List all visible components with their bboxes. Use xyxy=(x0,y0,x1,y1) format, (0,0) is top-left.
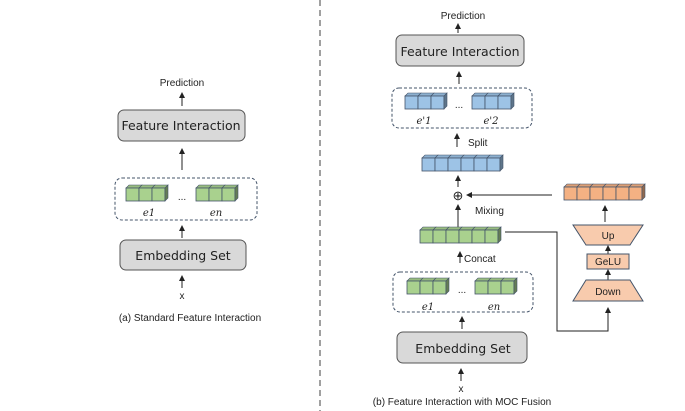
vector-cell xyxy=(576,186,591,201)
embedding-label-n: en xyxy=(210,208,222,219)
split-label-1: e'1 xyxy=(416,116,431,127)
embedding-set-box xyxy=(396,331,528,364)
prediction-label: Prediction xyxy=(441,11,485,22)
embedding-vector-1 xyxy=(125,184,169,202)
embedding-group xyxy=(392,271,534,313)
vector-cell xyxy=(497,95,512,110)
embedding-group xyxy=(114,177,258,221)
vector-cell xyxy=(445,229,460,244)
split-label: Split xyxy=(468,138,488,149)
vector-cell xyxy=(471,229,486,244)
cube-side xyxy=(513,277,518,295)
embedding-vector-1 xyxy=(406,277,450,295)
up-label: Up xyxy=(602,231,615,242)
feature-interaction-label: Feature Interaction xyxy=(400,44,519,59)
vector-cell xyxy=(628,186,643,201)
vector-cell xyxy=(404,95,419,110)
split-label-2: e'2 xyxy=(483,116,498,127)
vector-cell xyxy=(434,157,449,172)
vector-cell xyxy=(471,95,486,110)
down-label: Down xyxy=(595,287,621,298)
vector-cell xyxy=(500,280,515,295)
vector-cell xyxy=(406,280,421,295)
caption: (a) Standard Feature Interaction xyxy=(119,313,261,324)
residual-connector xyxy=(505,231,611,332)
vector-cell xyxy=(602,186,617,201)
prediction-label: Prediction xyxy=(160,78,204,89)
concat-label: Concat xyxy=(464,254,496,265)
cube-side xyxy=(510,92,515,110)
cube-side xyxy=(445,277,450,295)
split-group xyxy=(391,87,533,129)
vector-cell xyxy=(419,280,434,295)
feature-interaction-label: Feature Interaction xyxy=(121,118,240,133)
embedding-label-1: e1 xyxy=(143,208,155,219)
down-projection xyxy=(572,279,644,302)
vector-cell xyxy=(589,186,604,201)
ellipsis: ... xyxy=(458,285,466,296)
vector-cell xyxy=(195,187,210,202)
vector-cell xyxy=(474,280,489,295)
vector-cell xyxy=(473,157,488,172)
vector-cell xyxy=(460,157,475,172)
vector-cell xyxy=(615,186,630,201)
input-label: x xyxy=(459,384,464,395)
vector-cell xyxy=(208,187,223,202)
embedding-vector-n xyxy=(474,277,518,295)
cube-side xyxy=(641,183,646,201)
cube-side xyxy=(499,154,504,172)
mixed-vector xyxy=(421,154,504,172)
split-vector-1 xyxy=(404,92,448,110)
vector-cell xyxy=(563,186,578,201)
embedding-vector-n xyxy=(195,184,239,202)
vector-cell xyxy=(447,157,462,172)
vector-cell xyxy=(151,187,166,202)
vector-cell xyxy=(125,187,140,202)
vector-cell xyxy=(432,280,447,295)
vector-cell xyxy=(430,95,445,110)
embedding-set-label: Embedding Set xyxy=(135,248,230,263)
embedding-set-label: Embedding Set xyxy=(415,341,510,356)
panel-standard: Prediction Feature Interaction ... e1 en… xyxy=(114,78,261,324)
concat-vector xyxy=(419,226,502,244)
feature-interaction-box xyxy=(395,34,525,67)
vector-cell xyxy=(138,187,153,202)
embedding-label-n: en xyxy=(488,302,500,313)
gelu-label: GeLU xyxy=(595,257,621,268)
input-label: x xyxy=(180,291,185,302)
feature-interaction-box xyxy=(117,109,246,142)
cube-side xyxy=(164,184,169,202)
cube-side xyxy=(443,92,448,110)
embedding-set-box xyxy=(119,239,247,271)
ellipsis: ... xyxy=(455,100,463,111)
caption: (b) Feature Interaction with MOC Fusion xyxy=(373,397,551,408)
split-vector-2 xyxy=(471,92,515,110)
vector-cell xyxy=(484,229,499,244)
vector-cell xyxy=(417,95,432,110)
up-projection xyxy=(572,224,644,246)
mixing-label: Mixing xyxy=(475,206,504,217)
vector-cell xyxy=(432,229,447,244)
ellipsis: ... xyxy=(178,192,186,203)
cube-side xyxy=(497,226,502,244)
adapter-output-vector xyxy=(563,183,646,201)
vector-cell xyxy=(486,157,501,172)
add-operator: ⊕ xyxy=(453,188,464,203)
vector-cell xyxy=(421,157,436,172)
vector-cell xyxy=(419,229,434,244)
vector-cell xyxy=(221,187,236,202)
vector-cell xyxy=(484,95,499,110)
vector-cell xyxy=(487,280,502,295)
panel-moc-fusion: Prediction Feature Interaction ... e'1 e… xyxy=(373,11,646,408)
cube-side xyxy=(234,184,239,202)
embedding-label-1: e1 xyxy=(422,302,434,313)
vector-cell xyxy=(458,229,473,244)
